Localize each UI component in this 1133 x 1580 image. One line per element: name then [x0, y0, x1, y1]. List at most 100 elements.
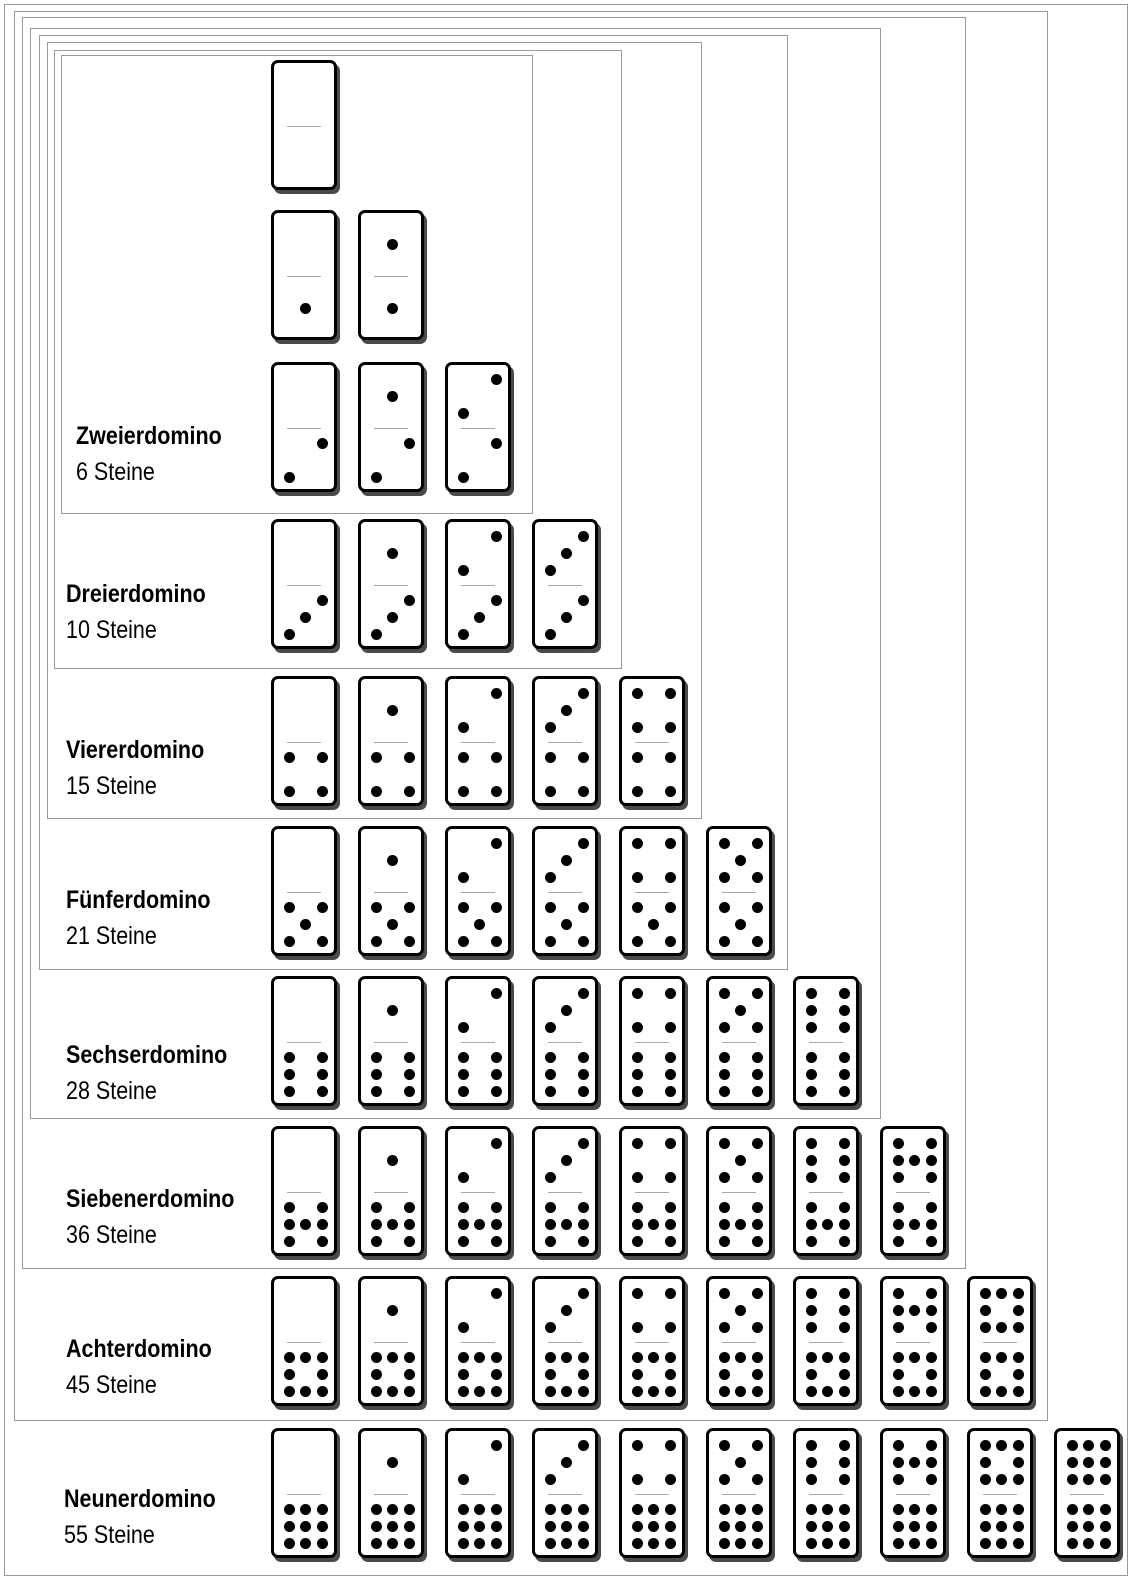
pip — [317, 1069, 328, 1080]
pip — [545, 936, 556, 947]
pip — [474, 1219, 485, 1230]
tile-divider — [548, 742, 582, 743]
pip — [893, 1538, 904, 1549]
pip — [893, 1155, 904, 1166]
pip — [806, 1369, 817, 1380]
pip — [371, 902, 382, 913]
pip — [822, 1219, 833, 1230]
pip — [404, 752, 415, 763]
pip — [665, 1322, 676, 1333]
pip — [1013, 1440, 1024, 1451]
pip — [665, 988, 676, 999]
pip — [893, 1369, 904, 1380]
tile-divider — [287, 1042, 321, 1043]
pip — [458, 1474, 469, 1485]
pip — [719, 1538, 730, 1549]
pip — [719, 1322, 730, 1333]
pip — [561, 1219, 572, 1230]
domino-tile-5-8 — [706, 1276, 772, 1406]
pip — [632, 1219, 643, 1230]
domino-tile-4-5 — [619, 826, 685, 956]
set-label-achter: Achterdomino 45 Steine — [66, 1337, 235, 1398]
pip — [839, 1052, 850, 1063]
pip — [632, 1386, 643, 1397]
pip — [404, 1538, 415, 1549]
pip — [893, 1322, 904, 1333]
pip — [578, 988, 589, 999]
pip — [719, 1440, 730, 1451]
domino-tile-2-3 — [445, 519, 511, 649]
pip — [317, 1504, 328, 1515]
pip — [665, 1172, 676, 1183]
set-label-sechser: Sechserdomino 28 Steine — [66, 1043, 254, 1104]
pip — [752, 1538, 763, 1549]
pip — [491, 1219, 502, 1230]
pip — [387, 391, 398, 402]
tile-divider — [374, 1494, 408, 1495]
tile-divider — [461, 1494, 495, 1495]
pip — [284, 1352, 295, 1363]
pip — [839, 988, 850, 999]
pip — [1083, 1538, 1094, 1549]
domino-tile-3-3 — [532, 519, 598, 649]
pip — [806, 1172, 817, 1183]
pip — [735, 1352, 746, 1363]
pip — [632, 1069, 643, 1080]
pip — [752, 1474, 763, 1485]
pip — [839, 1440, 850, 1451]
pip — [632, 1022, 643, 1033]
tile-divider — [461, 1342, 495, 1343]
pip — [752, 1022, 763, 1033]
pip — [458, 1322, 469, 1333]
pip — [1067, 1474, 1078, 1485]
pip — [491, 438, 502, 449]
pip — [284, 1219, 295, 1230]
pip — [806, 1386, 817, 1397]
pip — [545, 1086, 556, 1097]
tile-divider — [287, 126, 321, 127]
pip — [719, 1219, 730, 1230]
pip — [404, 936, 415, 947]
pip — [578, 1504, 589, 1515]
pip — [561, 705, 572, 716]
pip — [839, 1005, 850, 1016]
domino-tile-4-8 — [619, 1276, 685, 1406]
pip — [1013, 1369, 1024, 1380]
domino-tile-1-1 — [358, 210, 424, 340]
pip — [806, 1052, 817, 1063]
pip — [926, 1219, 937, 1230]
pip — [996, 1288, 1007, 1299]
pip — [839, 1457, 850, 1468]
set-label-siebener: Siebenerdomino 36 Steine — [66, 1187, 262, 1248]
pip — [980, 1305, 991, 1316]
tile-divider — [896, 1192, 930, 1193]
pip — [545, 872, 556, 883]
tile-divider — [287, 892, 321, 893]
pip — [665, 1022, 676, 1033]
pip — [719, 902, 730, 913]
pip — [752, 1322, 763, 1333]
tile-divider — [635, 1042, 669, 1043]
domino-tile-0-6 — [271, 976, 337, 1106]
pip — [806, 1457, 817, 1468]
pip — [719, 838, 730, 849]
pip — [893, 1172, 904, 1183]
pip — [719, 1288, 730, 1299]
domino-tile-0-5 — [271, 826, 337, 956]
pip — [839, 1322, 850, 1333]
pip — [387, 705, 398, 716]
pip — [284, 902, 295, 913]
tile-divider — [983, 1342, 1017, 1343]
set-label-neuner: Neunerdomino 55 Steine — [64, 1487, 240, 1548]
pip — [300, 1386, 311, 1397]
pip — [926, 1474, 937, 1485]
pip — [996, 1352, 1007, 1363]
pip — [404, 786, 415, 797]
pip — [578, 1086, 589, 1097]
pip — [404, 595, 415, 606]
pip — [387, 1521, 398, 1532]
pip — [752, 1288, 763, 1299]
domino-tile-0-0 — [271, 60, 337, 190]
pip — [893, 1236, 904, 1247]
pip — [735, 1386, 746, 1397]
